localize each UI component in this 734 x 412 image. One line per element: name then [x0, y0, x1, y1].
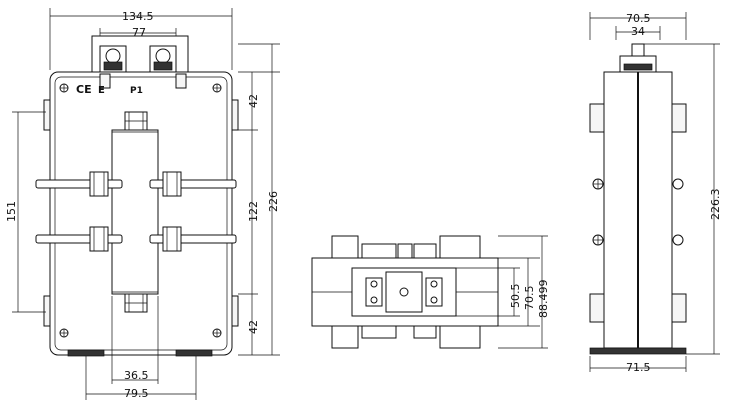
front-dimensions: 134.5 77 42 122 42 226 151 — [5, 8, 280, 400]
dim-inner-height: 50.5 — [509, 284, 522, 309]
dim-side-terminal-width: 34 — [631, 25, 645, 38]
dim-mid-height: 70.5 — [523, 286, 536, 311]
dim-foot-spacing: 79.5 — [124, 387, 149, 400]
mounting-bolts — [35, 171, 237, 252]
bottom-view: 50.5 70.5 88.499 — [311, 235, 550, 349]
side-base — [589, 347, 687, 355]
dim-bottom-section: 42 — [247, 320, 260, 334]
front-window — [111, 129, 159, 295]
dim-side-overall-height: 226.3 — [709, 189, 722, 221]
corner-screw-icons — [59, 83, 222, 338]
front-body-inner — [54, 76, 228, 351]
p1-mark: P1 — [130, 86, 143, 96]
dim-overall-width: 134.5 — [122, 10, 154, 23]
dim-overall-depth: 88.499 — [537, 280, 550, 319]
dim-side-top-width: 70.5 — [626, 12, 651, 25]
dim-side-base-width: 71.5 — [626, 361, 651, 374]
dim-mount-height: 151 — [5, 201, 18, 222]
ce-mark: CE — [76, 83, 92, 96]
window-clamps — [124, 111, 148, 313]
dim-window-width: 36.5 — [124, 369, 149, 382]
terminal-housing — [91, 35, 189, 72]
svg-text:E: E — [98, 85, 105, 96]
dim-window-height: 122 — [247, 201, 260, 222]
foot-left — [67, 349, 105, 357]
front-body-outline — [49, 71, 233, 356]
dim-overall-height: 226 — [267, 191, 280, 212]
side-view: 70.5 34 226.3 71.5 — [589, 12, 722, 374]
front-view: CE P1 E — [5, 8, 280, 400]
foot-right — [175, 349, 213, 357]
dim-terminal-spacing: 77 — [132, 26, 146, 39]
dim-top-section: 42 — [247, 94, 260, 108]
